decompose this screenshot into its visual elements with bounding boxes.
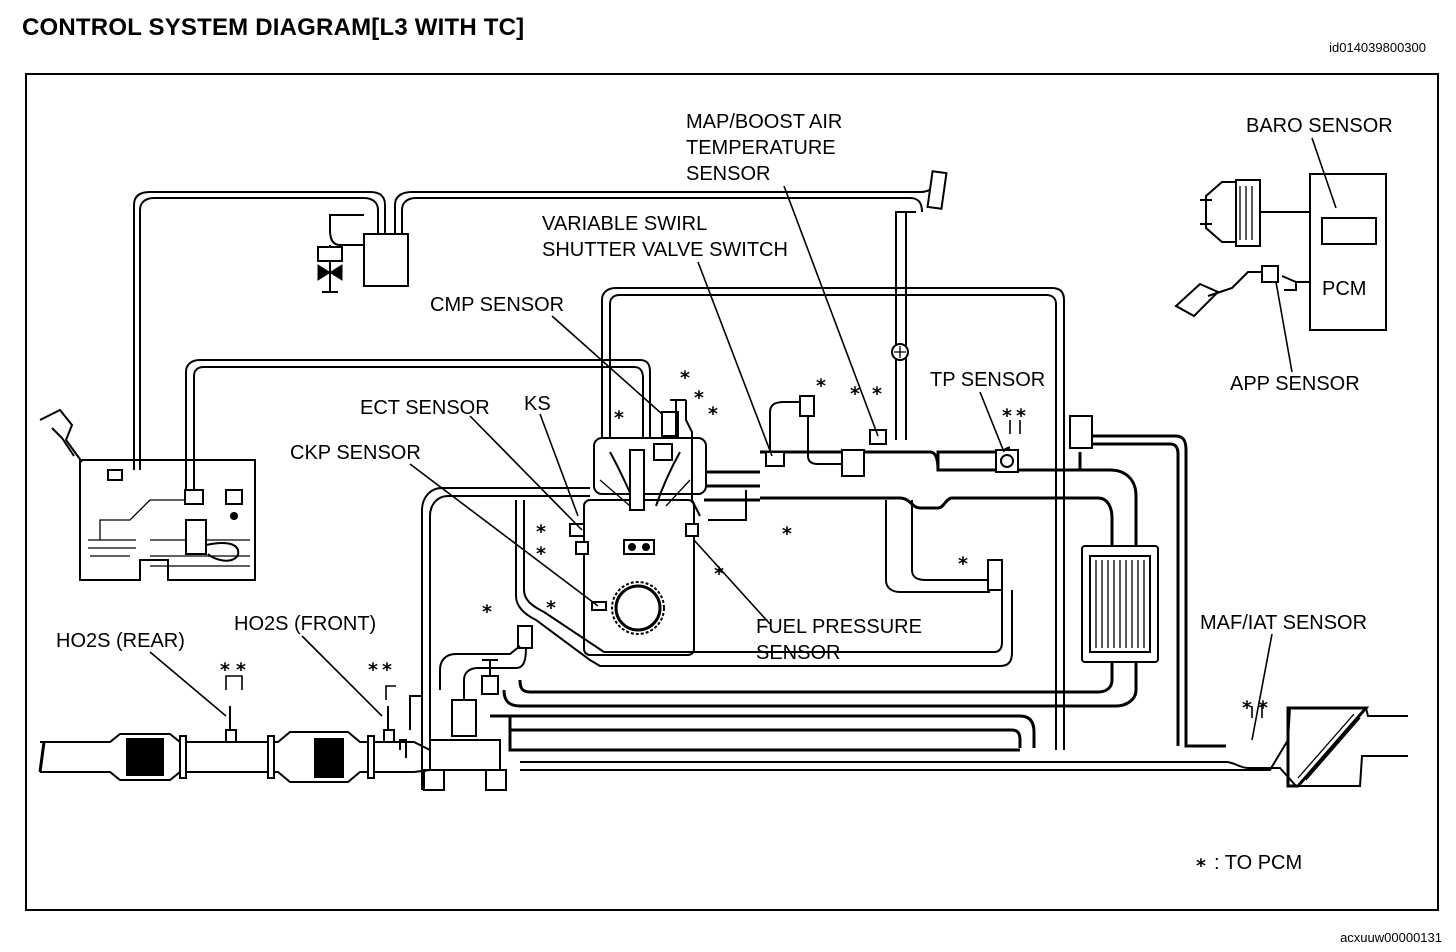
map-sensor-label-line3: SENSOR <box>686 163 770 185</box>
pcm-marker: * <box>782 523 792 545</box>
pcm-marker: * <box>1002 405 1012 427</box>
legend-text: : TO PCM <box>1214 852 1302 874</box>
pcm-assembly <box>1174 173 1387 331</box>
pcm-marker: * <box>850 383 860 405</box>
pcm-marker: * <box>536 521 546 543</box>
baro-sensor-label: BARO SENSOR <box>1246 115 1393 137</box>
pcm-marker: * <box>236 659 246 681</box>
figure-id: acxuuw00000131 <box>1340 930 1442 945</box>
pcm-marker: * <box>536 543 546 565</box>
ho2s-rear-label: HO2S (REAR) <box>56 630 185 652</box>
cmp-sensor-label: CMP SENSOR <box>430 294 564 316</box>
pcm-marker: * <box>680 367 690 389</box>
pcm-marker: * <box>1258 697 1268 719</box>
document-id: id014039800300 <box>1329 40 1426 55</box>
turbocharger <box>409 625 533 791</box>
pcm-marker: * <box>708 403 718 425</box>
app-sensor-label: APP SENSOR <box>1230 373 1360 395</box>
fuel-pressure-label-line2: SENSOR <box>756 642 840 664</box>
pcm-connection-markers: * * * * * * * * * * * * * * * * * * * * … <box>220 367 1268 719</box>
page-title: CONTROL SYSTEM DIAGRAM[L3 WITH TC] <box>22 14 525 41</box>
pcm-marker: * <box>382 659 392 681</box>
pcm-marker: * <box>368 659 378 681</box>
ho2s-front-label: HO2S (FRONT) <box>234 613 376 635</box>
pcm-marker: * <box>958 553 968 575</box>
pcm-label: PCM <box>1322 278 1366 300</box>
pcm-marker: * <box>816 375 826 397</box>
swirl-switch-label-line1: VARIABLE SWIRL <box>542 213 707 235</box>
purge-lines <box>185 287 1065 750</box>
map-sensor-label-line1: MAP/BOOST AIR <box>686 111 842 133</box>
ckp-sensor-label: CKP SENSOR <box>290 442 421 464</box>
ect-sensor-label: ECT SENSOR <box>360 397 490 419</box>
engine <box>421 395 1093 790</box>
legend-symbol: * <box>1196 855 1206 877</box>
map-sensor-label-line2: TEMPERATURE <box>686 137 836 159</box>
evap-lines <box>133 170 948 470</box>
leader-lines <box>149 137 1337 741</box>
pcm-marker: * <box>694 387 704 409</box>
diagram-labels: MAP/BOOST AIR TEMPERATURE SENSOR BARO SE… <box>56 111 1393 664</box>
legend: * : TO PCM <box>1196 852 1302 877</box>
exhaust-system <box>38 706 431 783</box>
pcm-marker: * <box>1016 405 1026 427</box>
pcm-marker: * <box>220 659 230 681</box>
fuel-tank <box>39 408 256 581</box>
ks-label: KS <box>524 393 551 415</box>
pcm-marker: * <box>872 383 882 405</box>
pcm-marker: * <box>714 563 724 585</box>
swirl-switch-label-line2: SHUTTER VALVE SWITCH <box>542 239 788 261</box>
maf-iat-sensor-label: MAF/IAT SENSOR <box>1200 612 1367 634</box>
pcm-marker: * <box>614 407 624 429</box>
intake-system <box>490 434 1408 788</box>
tp-sensor-label: TP SENSOR <box>930 369 1045 391</box>
fuel-pressure-label-line1: FUEL PRESSURE <box>756 616 922 638</box>
pcm-marker: * <box>546 597 556 619</box>
pcm-marker: * <box>1242 697 1252 719</box>
pcm-marker: * <box>482 601 492 623</box>
diagram-frame <box>25 73 1439 911</box>
